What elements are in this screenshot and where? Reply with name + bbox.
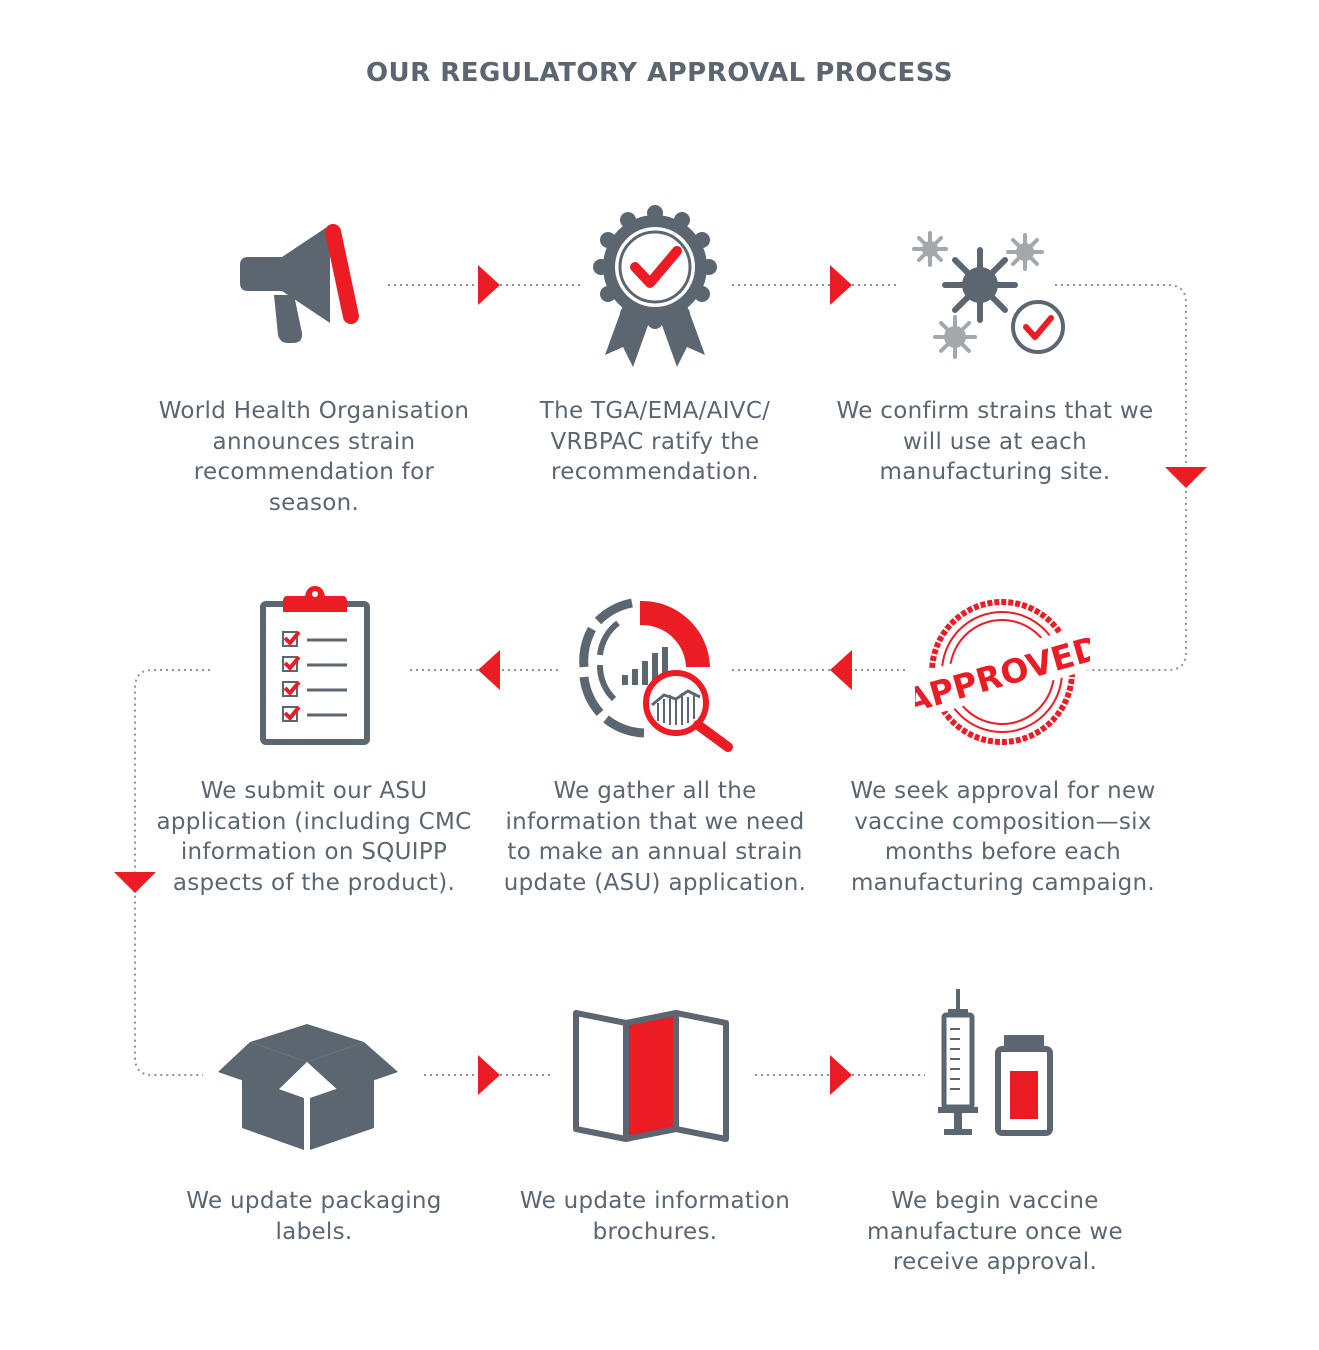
step-7-caption: We update packaging labels. [186, 1188, 442, 1245]
megaphone-icon [240, 223, 359, 343]
step-1-caption: World Health Organisation announces stra… [158, 398, 470, 516]
step-6-caption: We submit our ASU application (including… [156, 778, 472, 896]
step-5-caption: We gather all the information that we ne… [503, 778, 807, 896]
step-3-caption: We confirm strains that we will use at e… [836, 398, 1154, 485]
arrow-left-icon [830, 650, 852, 690]
arrow-down-icon [114, 872, 156, 893]
syringe-vial-icon [938, 989, 1053, 1136]
virus-strain-check-icon [912, 231, 1065, 359]
step-4-caption: We seek approval for new vaccine composi… [850, 778, 1156, 896]
arrow-right-icon [478, 1055, 500, 1095]
approved-stamp-icon: APPROVED [915, 599, 1090, 745]
page-title: OUR REGULATORY APPROVAL PROCESS [365, 58, 954, 88]
folded-brochure-icon [573, 1010, 729, 1142]
arrow-left-icon [478, 650, 500, 690]
award-ribbon-check-icon [593, 205, 717, 367]
arrow-right-icon [830, 265, 852, 305]
arrow-right-icon [830, 1055, 852, 1095]
data-analysis-magnifier-icon [579, 598, 733, 752]
open-box-icon [218, 1024, 398, 1150]
step-9-caption: We begin vaccine manufacture once we rec… [867, 1188, 1123, 1275]
step-2-caption: The TGA/EMA/AIVC/ VRBPAC ratify the reco… [539, 398, 771, 485]
step-8-caption: We update information brochures. [519, 1188, 791, 1245]
arrow-right-icon [478, 265, 500, 305]
arrow-down-icon [1165, 467, 1207, 488]
clipboard-checklist-icon [260, 586, 370, 745]
